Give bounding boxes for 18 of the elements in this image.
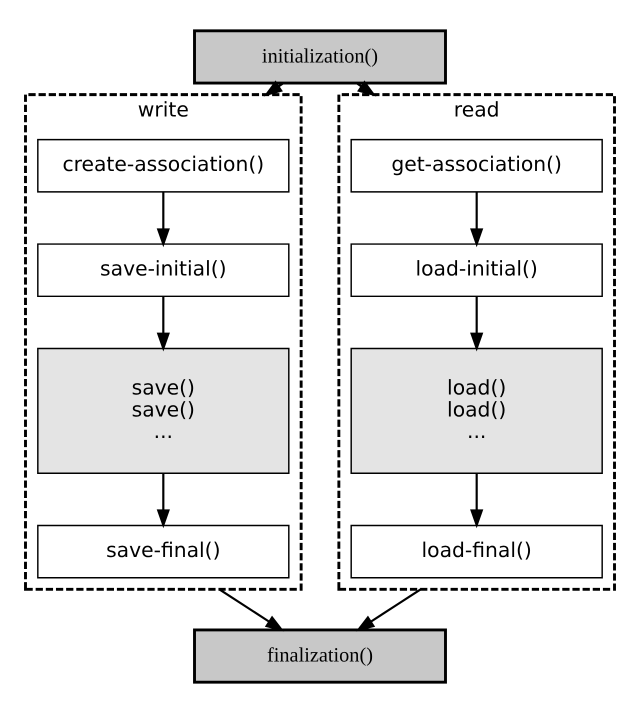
arrow xyxy=(470,192,484,248)
node-box: load-final() xyxy=(350,524,603,578)
node-box: load-initial() xyxy=(350,243,603,298)
node-box: get-association() xyxy=(350,138,603,193)
arrow xyxy=(470,296,484,352)
arrow xyxy=(156,192,170,248)
node-box: finalization() xyxy=(193,628,447,684)
arrow xyxy=(356,588,422,632)
node-box: initialization() xyxy=(193,29,447,84)
node-box: create-association() xyxy=(37,138,290,193)
arrow xyxy=(156,474,170,528)
arrow xyxy=(156,296,170,352)
arrow xyxy=(470,474,484,528)
node-box: load() load() ... xyxy=(350,348,603,474)
arrow xyxy=(218,588,284,632)
node-box: save() save() ... xyxy=(37,348,290,474)
node-box: save-final() xyxy=(37,524,290,578)
node-box: save-initial() xyxy=(37,243,290,298)
